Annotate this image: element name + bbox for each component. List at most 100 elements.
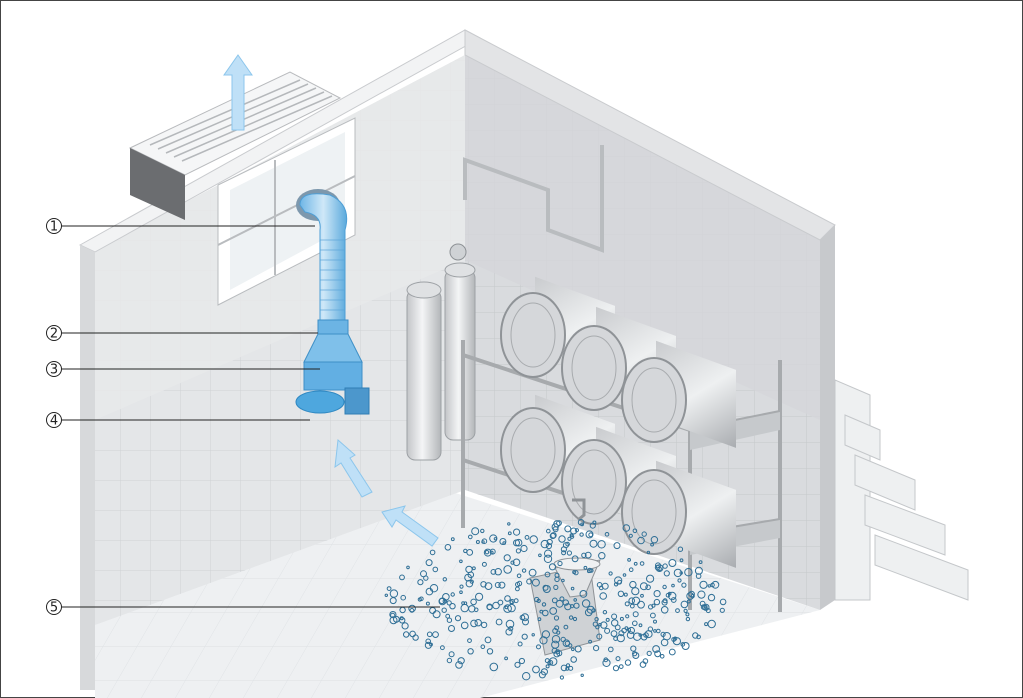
vapour-bubble xyxy=(519,614,526,621)
vapour-bubble xyxy=(624,601,630,607)
vapour-bubble xyxy=(467,571,475,579)
callout-5-label: 5 xyxy=(50,601,58,616)
callout-3: 3 xyxy=(46,361,62,378)
vapour-bubble xyxy=(605,617,610,622)
vapour-bubble xyxy=(454,615,462,622)
vapour-bubble xyxy=(588,639,592,644)
vapour-bubble xyxy=(580,673,584,677)
vapour-bubble xyxy=(417,579,424,586)
vapour-bubble xyxy=(475,592,484,601)
vapour-bubble xyxy=(513,528,521,536)
vapour-bubble xyxy=(638,633,642,637)
vapour-bubble xyxy=(432,610,441,619)
vapour-bubble xyxy=(546,528,551,534)
vapour-bubble xyxy=(593,645,600,652)
vapour-bubble xyxy=(504,595,511,602)
vapour-bubble xyxy=(459,584,464,589)
vapour-bubble xyxy=(621,627,627,634)
vapour-bubble xyxy=(659,654,665,659)
vapour-bubble xyxy=(554,572,560,578)
vapour-bubble xyxy=(494,568,502,576)
vapour-bubble xyxy=(625,614,630,619)
vapour-bubble xyxy=(484,636,492,644)
vapour-bubble xyxy=(548,563,557,571)
vapour-bubble xyxy=(711,580,720,589)
vapour-bubble xyxy=(560,636,566,643)
vapour-bubble xyxy=(484,550,490,555)
vapour-bubble xyxy=(574,645,582,653)
vapour-bubble xyxy=(555,649,561,655)
vapour-bubble xyxy=(662,584,667,590)
vapour-bubble xyxy=(550,532,557,539)
vapour-bubble xyxy=(581,552,587,558)
vapour-bubble xyxy=(613,542,621,550)
vapour-bubble xyxy=(653,598,661,606)
vapour-bubble xyxy=(520,544,528,553)
vapour-bubble xyxy=(572,616,578,622)
vapour-bubble xyxy=(638,623,643,628)
vapour-bubble xyxy=(495,618,503,626)
vapour-bubble xyxy=(655,562,661,569)
vapour-bubble xyxy=(403,631,410,638)
vapour-bubble xyxy=(650,536,659,544)
vapour-bubble xyxy=(467,648,474,655)
vapour-bubble xyxy=(562,542,569,549)
vapour-bubble xyxy=(599,592,608,600)
vapour-bubble xyxy=(544,658,550,664)
vapour-bubble xyxy=(631,596,641,605)
vapour-bubble xyxy=(642,658,649,664)
vapour-bubble xyxy=(565,541,570,547)
vapour-bubble xyxy=(513,539,520,547)
drum xyxy=(621,460,736,568)
vapour-bubble xyxy=(567,536,572,541)
stairs xyxy=(834,379,969,601)
vapour-bubble xyxy=(611,613,618,620)
vapour-bubble xyxy=(526,578,533,585)
vapour-bubble xyxy=(660,606,669,614)
vapour-bubble xyxy=(683,608,688,614)
vapour-bubble xyxy=(628,533,633,538)
vapour-bubble xyxy=(562,599,569,606)
vapour-bubble xyxy=(465,579,474,588)
vapour-bubble xyxy=(498,581,506,589)
vapour-bubble xyxy=(552,628,558,634)
vapour-bubble xyxy=(637,536,645,545)
window-mullion xyxy=(217,175,356,246)
vapour-bubble xyxy=(646,550,651,555)
vapour-bubble xyxy=(622,524,631,532)
vapour-bubble xyxy=(460,621,469,630)
vapour-bubble xyxy=(524,535,530,540)
vapour-bubble xyxy=(553,615,560,621)
vapour-bubble xyxy=(619,616,624,621)
floor xyxy=(95,480,820,698)
vapour-bubble xyxy=(631,587,640,596)
vapour-bubble xyxy=(639,582,648,591)
vapour-bubble xyxy=(596,633,603,640)
vapour-bubble xyxy=(508,626,514,632)
vapour-bubble xyxy=(662,598,668,604)
vapour-bubble xyxy=(539,609,544,614)
vapour-bubble xyxy=(628,597,636,605)
vapour-bubble xyxy=(516,573,522,579)
vapour-bubble xyxy=(646,650,652,657)
vapour-bubble xyxy=(546,538,553,546)
vapour-bubble xyxy=(532,665,540,674)
vapour-bubble xyxy=(618,664,624,669)
wall-piping xyxy=(463,145,604,253)
vapour-bubble xyxy=(573,570,579,576)
left-wall-edge xyxy=(80,245,95,690)
vapour-bubble xyxy=(686,599,691,604)
callout-leaders xyxy=(62,225,440,608)
vapour-bubble xyxy=(623,592,628,597)
vapour-bubble xyxy=(494,582,501,588)
drums xyxy=(500,276,736,568)
vapour-bubble xyxy=(707,584,711,588)
vapour-bubble xyxy=(681,582,687,588)
vapour-bubble xyxy=(677,546,684,552)
fan-motor xyxy=(295,390,345,414)
gas-cylinder-right-top xyxy=(444,262,476,278)
vapour-bubble xyxy=(389,589,399,598)
vapour-bubble xyxy=(497,599,504,606)
vapour-bubble xyxy=(690,594,695,599)
vapour-bubble xyxy=(509,600,514,605)
